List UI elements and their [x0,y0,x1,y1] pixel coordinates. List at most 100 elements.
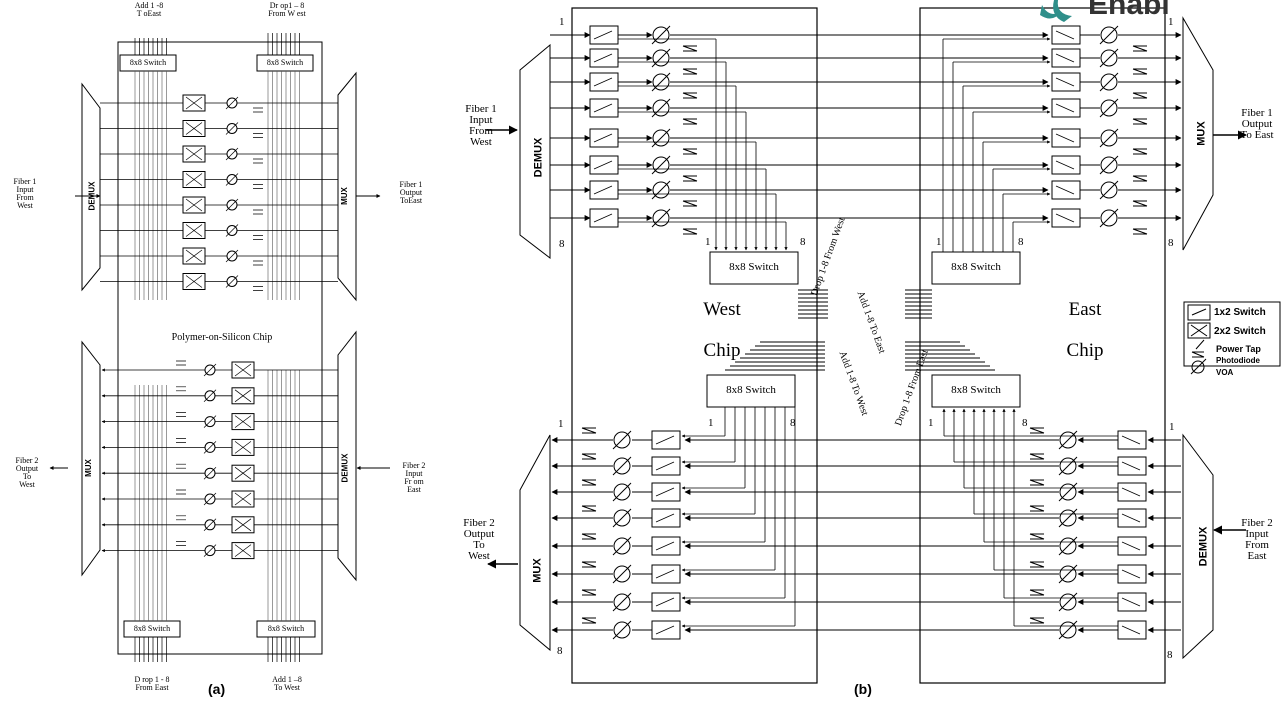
switch-1x2 [652,565,680,583]
port-number: 1 [705,237,711,248]
port-number: 8 [557,646,563,657]
legend-label: VOA [1216,369,1233,377]
port-number: 8 [800,237,806,248]
switch-1x2 [1118,621,1146,639]
photodiode-icon [1192,352,1204,357]
photodiode-icon [253,185,263,189]
switch-1x2 [652,431,680,449]
switch-1x2 [652,457,680,475]
fiber1-output-label: Fiber 1OutputTo East [1230,108,1284,141]
switch-1x2 [590,181,618,199]
photodiode-icon [253,108,263,112]
photodiode-icon [1030,590,1044,595]
demux-label: DEMUX [1198,527,1209,567]
photodiode-icon [1030,454,1044,459]
switch-1x2 [590,26,618,44]
switch-label: 8x8 Switch [124,625,180,633]
switch-label: 8x8 Switch [257,625,315,633]
port-number: 1 [936,237,942,248]
photodiode-icon [176,464,186,468]
demux-label: DEMUX [88,182,96,211]
photodiode-icon [253,159,263,163]
logo-text: Enabl [1088,0,1170,20]
fiber1-input-label: Fiber 1InputFromWest [4,178,46,210]
photodiode-icon [253,287,263,291]
photodiode-icon [1133,176,1147,181]
photodiode-icon [683,176,697,181]
photodiode-icon [1030,506,1044,511]
switch-label: 8x8 Switch [707,385,795,396]
photodiode-icon [176,490,186,494]
photodiode-icon [582,562,596,567]
photodiode-icon [683,201,697,206]
switch-1x2 [1052,129,1080,147]
switch-1x2 [1118,565,1146,583]
photodiode-icon [1030,618,1044,623]
switch-label: 8x8 Switch [257,59,313,67]
switch-1x2 [1052,209,1080,227]
photodiode-icon [582,506,596,511]
switch-label: 8x8 Switch [932,385,1020,396]
photodiode-icon [1133,69,1147,74]
photodiode-icon [253,210,263,214]
switch-1x2 [1052,99,1080,117]
port-number: 8 [1168,238,1174,249]
photodiode-icon [1133,149,1147,154]
photodiode-icon [582,480,596,485]
port-number: 8 [790,418,796,429]
photodiode-icon [176,438,186,442]
switch-1x2 [652,537,680,555]
panel-a [50,33,390,662]
port-number: 8 [1018,237,1024,248]
legend-label: Photodiode [1216,357,1260,365]
photodiode-icon [683,229,697,234]
photodiode-icon [1030,428,1044,433]
photodiode-icon [582,428,596,433]
photodiode-icon [1133,46,1147,51]
switch-1x2 [652,483,680,501]
photodiode-icon [1133,119,1147,124]
switch-1x2 [590,99,618,117]
port-number: 8 [1022,418,1028,429]
switch-label: 8x8 Switch [932,262,1020,273]
photodiode-icon [683,93,697,98]
photodiode-icon [1133,201,1147,206]
switch-1x2 [652,509,680,527]
photodiode-icon [176,516,186,520]
mux-label: MUX [1197,121,1208,145]
photodiode-icon [176,361,186,365]
switch-1x2 [590,73,618,91]
switch-1x2 [1052,26,1080,44]
photodiode-icon [582,454,596,459]
switch-1x2 [590,209,618,227]
switch-1x2 [590,49,618,67]
mux-label: MUX [341,187,349,205]
panel-b-caption: (b) [854,682,872,696]
photodiode-icon [683,46,697,51]
photodiode-icon [176,387,186,391]
fiber2-input-label: Fiber 2InputFr omEast [392,462,436,494]
photodiode-icon [582,534,596,539]
photodiode-icon [1133,229,1147,234]
photodiode-icon [253,236,263,240]
photodiode-icon [582,590,596,595]
mux-block [520,435,550,650]
photodiode-icon [253,261,263,265]
photodiode-icon [683,119,697,124]
port-number: 1 [1169,422,1175,433]
panel-a-caption: (a) [208,682,225,696]
demux-label: DEMUX [341,454,349,483]
east-chip-label: EastChip [1058,300,1112,360]
port-number: 8 [1167,650,1173,661]
legend-label: Power Tap [1216,345,1261,354]
power-tap-icon [1196,340,1204,349]
photodiode-icon [1030,534,1044,539]
photodiode-icon [683,149,697,154]
photodiode-icon [1030,480,1044,485]
port-number: 8 [559,239,565,250]
port-number: 1 [558,419,564,430]
